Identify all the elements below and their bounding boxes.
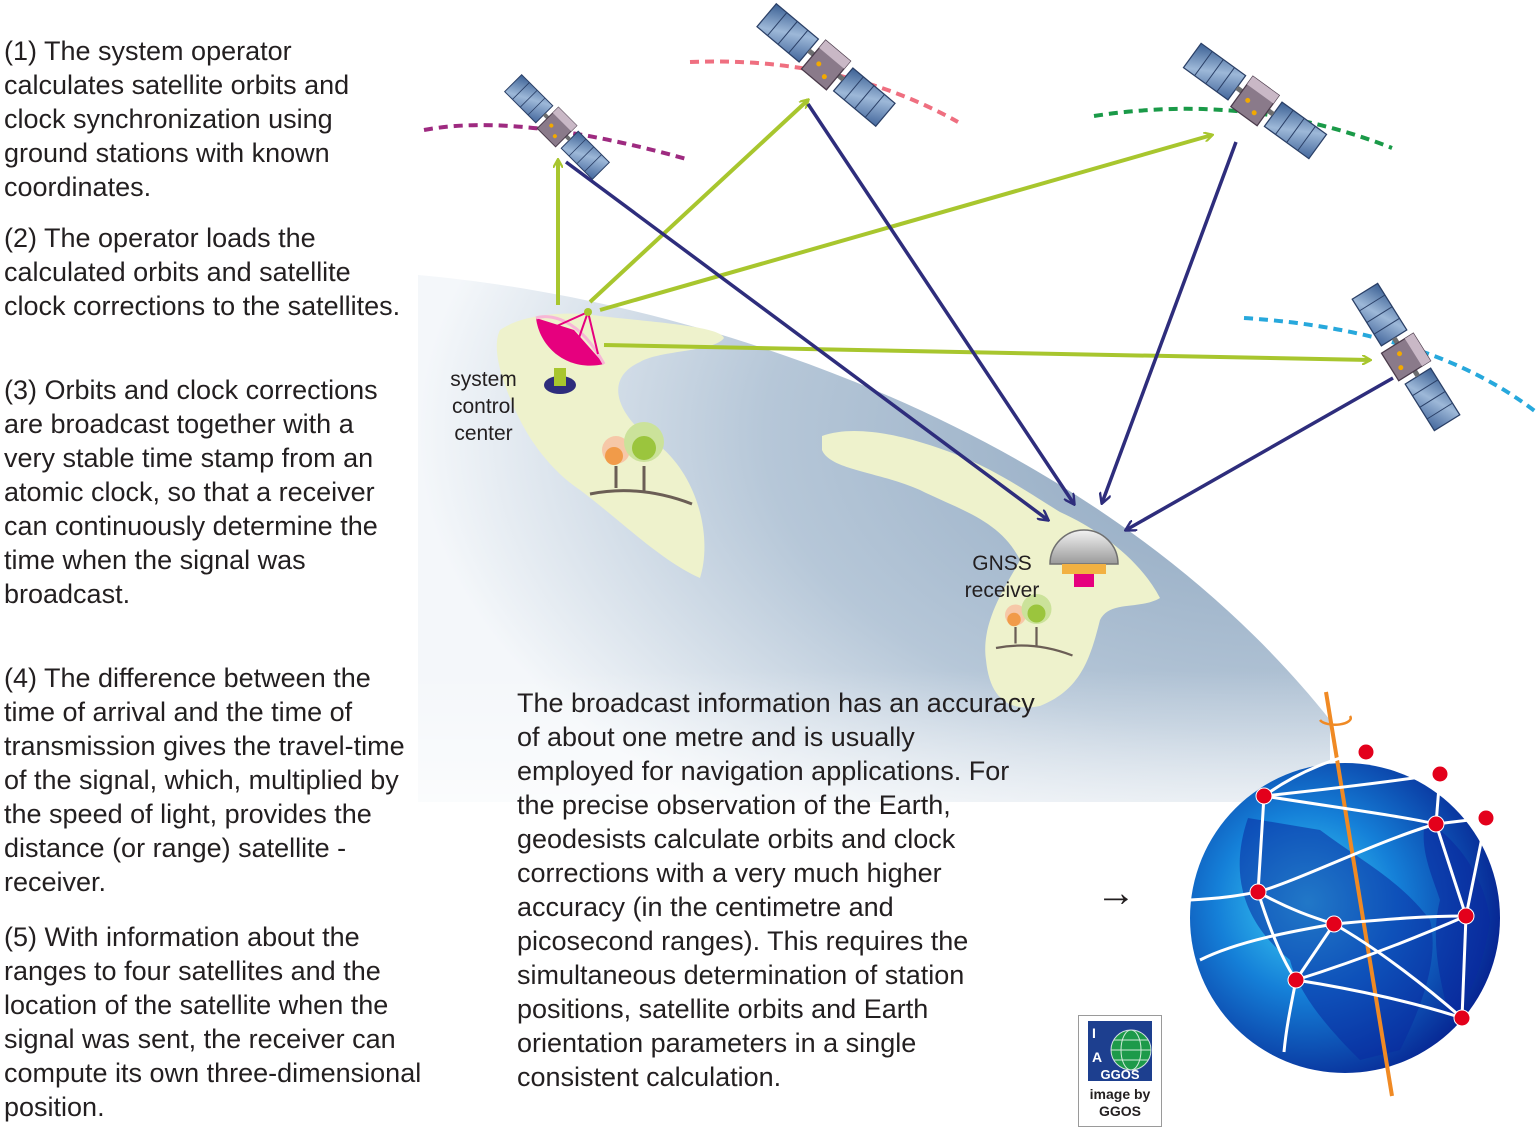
gnss-receiver-icon xyxy=(1049,529,1119,587)
accuracy-note: The broadcast information has an accurac… xyxy=(517,688,1035,1092)
downlink-arrows xyxy=(564,103,1394,530)
satellite-3-icon xyxy=(1180,39,1330,163)
uplink-arrows xyxy=(558,100,1370,360)
step-5-text: (5) With information about the ranges to… xyxy=(4,922,422,1122)
step-4-text: (4) The difference between the time of a… xyxy=(4,663,405,897)
logo-letter-i: I xyxy=(1092,1025,1096,1041)
logo-letter-a: A xyxy=(1092,1049,1102,1065)
step-2-text: (2) The operator loads the calculated or… xyxy=(4,223,401,321)
satellite-4-icon xyxy=(1348,280,1464,434)
control-center-label: system control center xyxy=(450,368,517,445)
globe-icon xyxy=(1189,691,1500,1097)
ground-station-dish-icon xyxy=(535,308,606,394)
ggos-logo: I A GGOS image by GGOS xyxy=(1078,1015,1162,1127)
step-3-text: (3) Orbits and clock corrections are bro… xyxy=(4,375,378,609)
image-credit: image by GGOS xyxy=(1089,1086,1151,1119)
logo-wordmark: GGOS xyxy=(1100,1067,1139,1082)
satellite-2-icon xyxy=(753,0,899,130)
orbit-trace-1 xyxy=(423,123,691,162)
land-mass-east xyxy=(822,430,1160,708)
right-arrow-icon: → xyxy=(1096,871,1136,915)
earth-surface-fade xyxy=(418,275,1330,802)
ggos-emblem: I A GGOS xyxy=(1088,1021,1152,1082)
gnss-receiver-label: GNSS receiver xyxy=(964,552,1040,602)
step-1-text: (1) The system operator calculates satel… xyxy=(4,36,350,202)
